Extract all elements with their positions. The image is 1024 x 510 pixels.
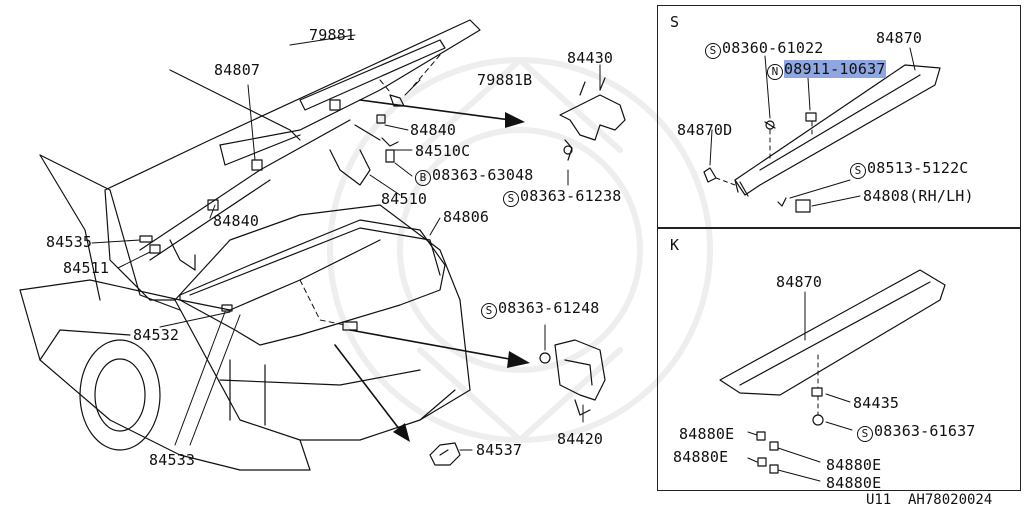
label-79881: 79881 xyxy=(309,26,356,44)
panel-s-leaders xyxy=(709,47,916,207)
bolt-code-b: B xyxy=(415,170,431,186)
label-08513-5122c-text: 08513-5122C xyxy=(867,159,969,177)
label-84840-upper: 84840 xyxy=(410,121,457,139)
arrows xyxy=(334,99,516,431)
label-08363-63048-text: 08363-63048 xyxy=(432,166,534,184)
label-84430: 84430 xyxy=(567,49,614,67)
panel-k-drawing xyxy=(719,269,946,474)
label-84870d: 84870D xyxy=(677,121,733,139)
label-84808: 84808(RH/LH) xyxy=(863,187,974,205)
label-84532: 84532 xyxy=(133,326,180,344)
label-08363-61637-text: 08363-61637 xyxy=(874,422,976,440)
label-84510: 84510 xyxy=(381,190,428,208)
screw-code-s: S xyxy=(481,303,497,319)
main-leaders xyxy=(91,34,601,451)
car-body xyxy=(19,154,471,471)
label-84806: 84806 xyxy=(443,208,490,226)
screw-code-s: S xyxy=(705,43,721,59)
label-84807: 84807 xyxy=(214,61,261,79)
label-84880e-2: 84880E xyxy=(673,448,729,466)
label-08360-61022-text: 08360-61022 xyxy=(722,39,824,57)
trunk-lid xyxy=(104,19,481,301)
label-84880e-1: 84880E xyxy=(679,425,735,443)
nut-code-n: N xyxy=(767,64,783,80)
panel-k-leaders xyxy=(747,291,853,482)
striker-84420 xyxy=(539,339,606,416)
label-84535: 84535 xyxy=(46,233,93,251)
label-84510c: 84510C xyxy=(415,142,471,160)
watermark-emblem xyxy=(327,57,713,443)
label-08363-61248-text: 08363-61248 xyxy=(498,299,600,317)
footer-page-code: U11 xyxy=(866,492,892,508)
label-84880e-4: 84880E xyxy=(826,474,882,492)
panel-s-letter: S xyxy=(670,13,680,31)
label-84420: 84420 xyxy=(557,430,604,448)
label-84880e-3: 84880E xyxy=(826,456,882,474)
label-84435: 84435 xyxy=(853,394,900,412)
panel-s-frame xyxy=(657,5,1021,229)
label-84840-lower: 84840 xyxy=(213,212,260,230)
label-84870-k: 84870 xyxy=(776,273,823,291)
label-84533: 84533 xyxy=(149,451,196,469)
trunk-opening-weatherstrip xyxy=(179,219,446,346)
footer-diagram-id: AH78020024 xyxy=(908,492,993,508)
label-08363-61238-text: 08363-61238 xyxy=(520,187,622,205)
label-84537: 84537 xyxy=(476,441,523,459)
screw-code-s: S xyxy=(850,163,866,179)
bumper-84537 xyxy=(429,442,461,466)
label-84870-s: 84870 xyxy=(876,29,923,47)
panel-k-letter: K xyxy=(670,236,680,254)
panel-k-frame xyxy=(657,227,1021,491)
arrow-heads xyxy=(393,112,530,442)
screw-code-s: S xyxy=(857,426,873,442)
torsion-rods xyxy=(139,119,381,271)
lock-assembly-84430 xyxy=(559,77,626,161)
main-dashed-leaders xyxy=(299,54,441,326)
screw-code-s: S xyxy=(503,191,519,207)
panel-s-drawing xyxy=(703,64,941,213)
label-08911-10637-text: 08911-10637 xyxy=(784,60,886,78)
label-84511: 84511 xyxy=(63,259,110,277)
panel-s-dashed xyxy=(715,121,813,186)
label-79881b: 79881B xyxy=(477,71,533,89)
